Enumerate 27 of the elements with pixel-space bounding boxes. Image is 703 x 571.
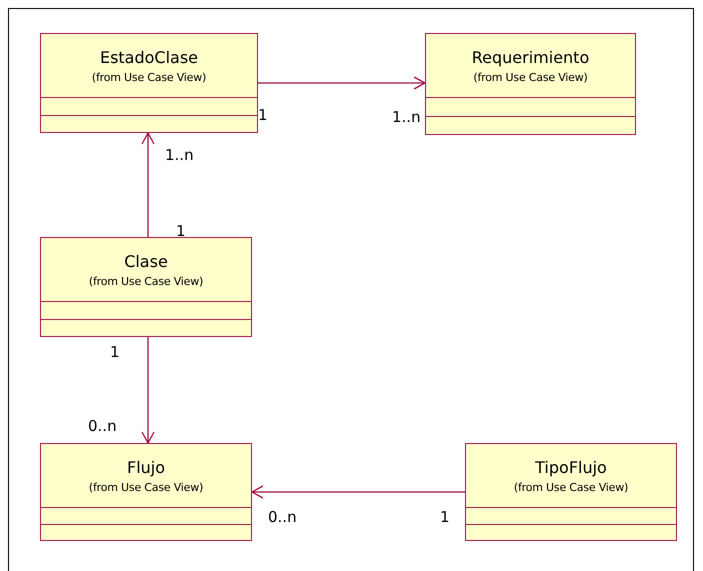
association-arrow [141, 132, 155, 237]
class-name: Flujo [126, 458, 166, 476]
multiplicity-label: 0..n [268, 510, 297, 525]
multiplicity-label: 1 [440, 510, 450, 525]
package-note: (from Use Case View) [514, 480, 628, 494]
multiplicity-label: 1 [176, 224, 186, 239]
association-arrow [258, 76, 426, 90]
class-name: EstadoClase [100, 48, 198, 66]
class-box [40, 33, 258, 133]
package-note: (from Use Case View) [88, 274, 204, 288]
multiplicity-label: 0..n [88, 419, 117, 434]
class-box [40, 237, 252, 337]
class-box [40, 443, 252, 541]
class-name: Clase [124, 252, 168, 270]
class-name: Requerimiento [472, 48, 590, 66]
multiplicity-label: 1..n [392, 110, 421, 125]
package-note: (from Use Case View) [88, 480, 204, 494]
class-box [425, 33, 636, 135]
package-note: (from Use Case View) [473, 70, 588, 84]
multiplicity-label: 1 [110, 345, 120, 360]
class-box [465, 443, 677, 541]
association-arrow [251, 485, 465, 499]
multiplicity-label: 1 [258, 108, 268, 123]
association-arrow [141, 337, 155, 444]
class-name: TipoFlujo [535, 458, 607, 476]
package-note: (from Use Case View) [92, 70, 206, 84]
multiplicity-label: 1..n [165, 148, 194, 163]
